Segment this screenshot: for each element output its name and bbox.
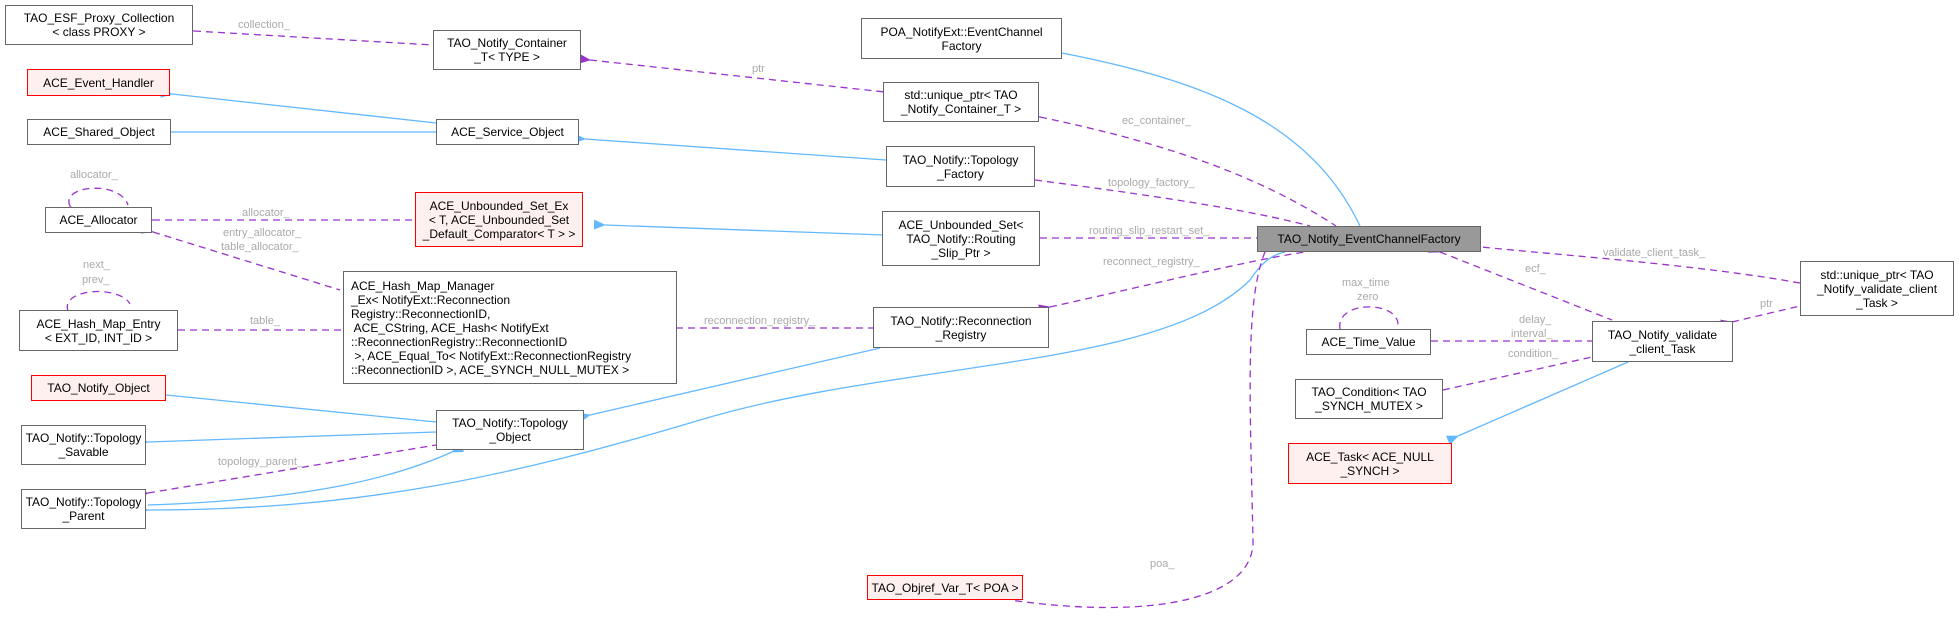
node-ace-shared-object[interactable]: ACE_Shared_Object: [27, 119, 171, 145]
edge-label-reconnect-registry: reconnect_registry_: [1103, 256, 1200, 268]
edge-label-routing-slip: routing_slip_restart_set_: [1089, 225, 1210, 237]
edge-label-allocator-self: allocator_: [70, 169, 119, 181]
edge-label-table: table_: [250, 315, 281, 327]
node-poa-notifyext-ecf[interactable]: POA_NotifyExt::EventChannel Factory: [861, 18, 1062, 59]
edge-label-zero: zero: [1357, 291, 1378, 303]
node-topology-object[interactable]: TAO_Notify::Topology _Object: [436, 410, 584, 450]
edge-validate-to-ace-task: [1445, 361, 1629, 445]
edge-main-ec-container: [1028, 109, 1337, 227]
edge-label-poa: poa_: [1150, 558, 1175, 570]
edge-reconreg-to-topoobj: [578, 347, 881, 423]
node-tao-notify-eventchannelfactory: TAO_Notify_EventChannelFactory: [1257, 226, 1481, 252]
node-topology-parent[interactable]: TAO_Notify::Topology _Parent: [21, 489, 146, 529]
edge-label-collection: collection_: [238, 19, 291, 31]
edge-container-collection: [182, 25, 434, 46]
edge-topoobj-topology-parent: [136, 444, 437, 500]
node-unique-ptr-container[interactable]: std::unique_ptr< TAO _Notify_Container_T…: [883, 82, 1039, 122]
edge-label-ecf: ecf_: [1525, 263, 1547, 275]
edge-topofactory-to-service: [573, 133, 887, 161]
node-objref-var-poa[interactable]: TAO_Objref_Var_T< POA >: [867, 575, 1023, 600]
node-validate-client-task[interactable]: TAO_Notify_validate _client_Task: [1592, 321, 1733, 362]
edge-label-interval: interval_: [1511, 328, 1553, 340]
edge-main-to-parent: [136, 251, 1286, 516]
node-ace-unbounded-set-ex[interactable]: ACE_Unbounded_Set_Ex < T, ACE_Unbounded_…: [415, 192, 583, 247]
node-ace-event-handler[interactable]: ACE_Event_Handler: [27, 69, 170, 96]
edge-label-ptr: ptr: [752, 63, 765, 75]
node-ace-hash-map-entry[interactable]: ACE_Hash_Map_Entry < EXT_ID, INT_ID >: [19, 310, 178, 351]
edge-validate-ecf: [1427, 243, 1613, 321]
edge-main-topology-factory: [1023, 173, 1311, 227]
node-topology-savable[interactable]: TAO_Notify::Topology _Savable: [21, 425, 146, 465]
edge-label-table-allocator: table_allocator_: [221, 241, 300, 253]
node-ace-time-value[interactable]: ACE_Time_Value: [1306, 329, 1431, 355]
edge-main-poa: [1009, 239, 1274, 609]
edge-hashmap-allocator: [141, 223, 341, 291]
edge-service-to-event-handler: [160, 87, 437, 124]
edge-label-delay: delay_: [1519, 314, 1552, 326]
edge-label-allocator: allocator_: [242, 207, 291, 219]
edge-label-max-time: max_time: [1342, 277, 1390, 289]
edge-label-validate-client-task: validate_client_task_: [1603, 247, 1706, 259]
node-esf-proxy-collection[interactable]: TAO_ESF_Proxy_Collection < class PROXY >: [5, 5, 193, 45]
node-topology-factory[interactable]: TAO_Notify::Topology _Factory: [886, 146, 1035, 187]
edge-unboundedset-to-setex: [593, 219, 885, 236]
edge-topoobj-to-savable: [136, 431, 437, 448]
edge-main-reconnect-registry: [1038, 251, 1306, 315]
edge-main-validate-client-task: [1480, 246, 1812, 290]
node-ace-unbounded-set-routing[interactable]: ACE_Unbounded_Set< TAO_Notify::Routing _…: [882, 211, 1040, 266]
node-ace-task-null-synch[interactable]: ACE_Task< ACE_NULL _SYNCH >: [1288, 443, 1452, 484]
edge-uniqueptr-ptr: [578, 53, 886, 93]
node-ace-service-object[interactable]: ACE_Service_Object: [436, 119, 579, 145]
edge-parent-to-topoobj: [147, 442, 465, 506]
edge-label-next: next_: [83, 259, 111, 271]
edge-label-topology-factory: topology_factory_: [1108, 177, 1196, 189]
edge-label-condition: condition_: [1508, 348, 1559, 360]
edge-label-prev: prev_: [82, 274, 110, 286]
edge-label-reconnection-registry: reconnection_registry_: [704, 315, 816, 327]
edge-allocator-self: [68, 187, 129, 219]
node-reconnection-registry[interactable]: TAO_Notify::Reconnection _Registry: [873, 307, 1049, 348]
edge-label-topology-parent: topology_parent_: [218, 456, 304, 468]
node-ace-allocator[interactable]: ACE_Allocator: [45, 207, 152, 233]
edge-main-to-poa-ecf: [1050, 45, 1361, 227]
node-notify-container-t[interactable]: TAO_Notify_Container _T< TYPE >: [433, 30, 581, 70]
edge-entry-self: [66, 290, 131, 324]
node-ace-hash-map-manager-ex[interactable]: ACE_Hash_Map_Manager _Ex< NotifyExt::Rec…: [343, 271, 677, 384]
edge-validate-condition: [1431, 356, 1593, 398]
edge-topoobj-to-notify-object: [154, 388, 437, 423]
node-tao-condition[interactable]: TAO_Condition< TAO _SYNCH_MUTEX >: [1295, 379, 1443, 419]
edge-label-ptr-validate: ptr: [1760, 298, 1773, 310]
edge-label-ec-container: ec_container_: [1122, 115, 1192, 127]
edge-timevalue-self: [1336, 306, 1399, 341]
edge-label-entry-allocator: entry_allocator_: [223, 227, 302, 239]
node-tao-notify-object[interactable]: TAO_Notify_Object: [31, 375, 166, 401]
node-unique-ptr-validate[interactable]: std::unique_ptr< TAO _Notify_validate_cl…: [1800, 261, 1954, 316]
